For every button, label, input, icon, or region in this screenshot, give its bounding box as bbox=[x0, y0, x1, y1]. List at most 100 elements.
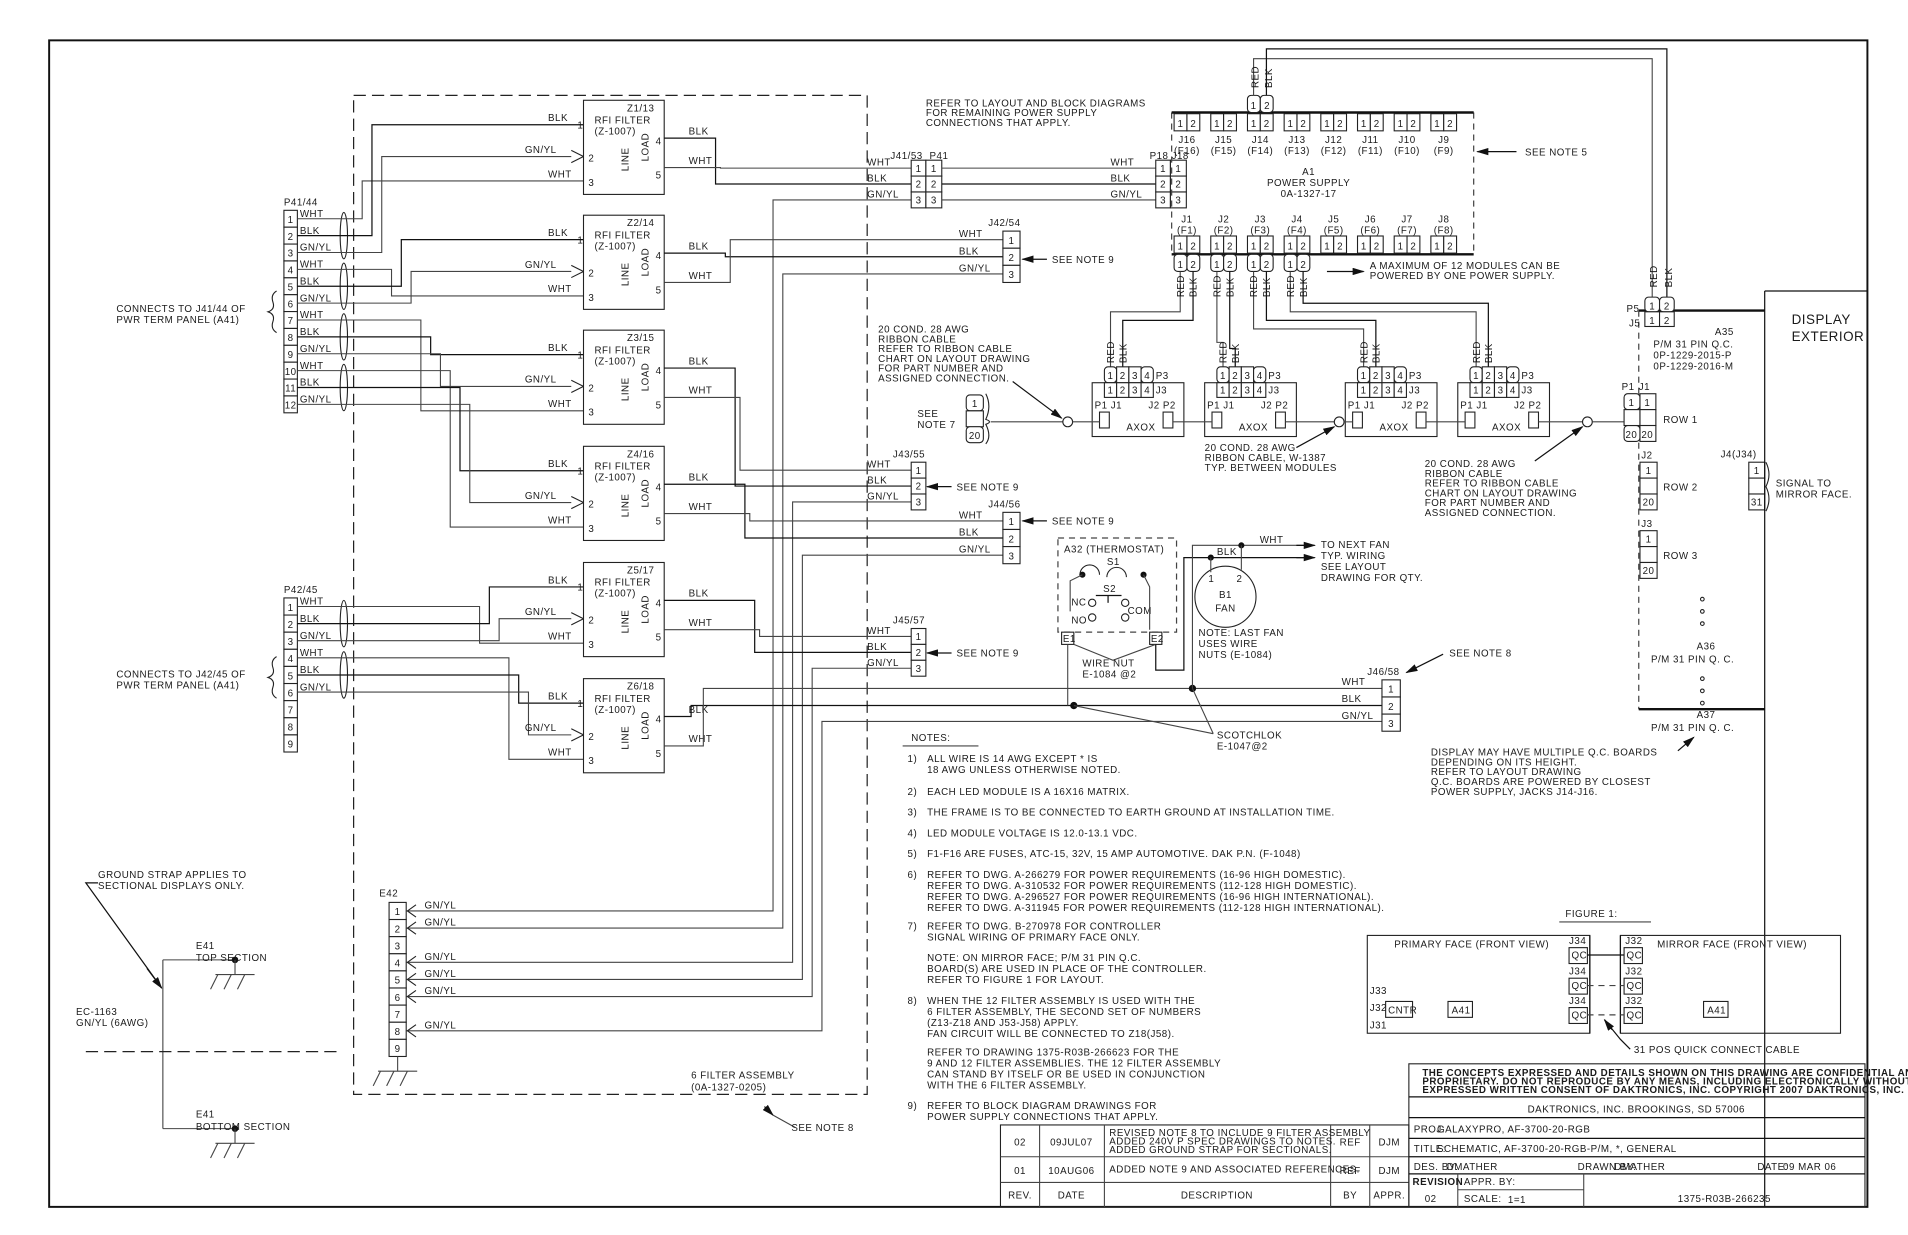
p3-label: P3 bbox=[1156, 371, 1169, 382]
wire-label: BLK bbox=[689, 705, 709, 716]
quick-connect-cable-label: 31 POS QUICK CONNECT CABLE bbox=[1634, 1045, 1800, 1056]
pin-number: 1 bbox=[1160, 164, 1166, 175]
jack-pin bbox=[1186, 235, 1201, 254]
wire-label: GN/YL bbox=[300, 243, 332, 254]
pin-number: 2 bbox=[1190, 241, 1196, 252]
j33-label: J33 bbox=[1370, 986, 1387, 997]
pin-number: 9 bbox=[288, 350, 294, 361]
pin-number: 1 bbox=[1388, 685, 1394, 696]
note-text: THE FRAME IS TO BE CONNECTED TO EARTH GR… bbox=[927, 808, 1335, 819]
pin-number: 20 bbox=[1625, 430, 1637, 441]
pin-number: 1 bbox=[1108, 371, 1114, 382]
filter-pin: 4 bbox=[656, 482, 662, 493]
note-text: REFER TO DWG. A-266279 FOR POWER REQUIRE… bbox=[927, 870, 1346, 881]
pin-number: 1 bbox=[1251, 241, 1257, 252]
filter-pin: 5 bbox=[656, 633, 662, 644]
j2-p2-label: J2 P2 bbox=[1514, 400, 1541, 411]
jack-label: J11 bbox=[1362, 135, 1378, 146]
output-wire-wht bbox=[664, 166, 912, 169]
revision-description: ADDED GROUND STRAP FOR SECTIONALS. bbox=[1109, 1145, 1332, 1156]
module-power-red bbox=[1253, 271, 1365, 367]
to-next-fan-label: SEE LAYOUT bbox=[1321, 562, 1387, 573]
wire-label: BLK bbox=[300, 327, 320, 338]
j3-pin bbox=[1639, 546, 1658, 564]
ribbon-cable-marker bbox=[1581, 416, 1593, 428]
note-text: (Z13-Z18 AND J53-J58) APPLY. bbox=[927, 1018, 1079, 1029]
pin-number: 7 bbox=[288, 705, 294, 716]
pin-number: 3 bbox=[288, 637, 294, 648]
wire-label: WHT bbox=[548, 748, 572, 759]
wire-label: WHT bbox=[867, 460, 891, 471]
j1-pin bbox=[1639, 409, 1657, 427]
cable-arrow bbox=[1603, 1018, 1615, 1031]
drawing-title: SCHEMATIC, AF-3700-20-RGB-P/M, *, GENERA… bbox=[1437, 1144, 1677, 1155]
jack-label: J10 bbox=[1398, 135, 1415, 146]
see-note-7-label: SEE bbox=[917, 409, 938, 420]
filter-input-gnyl bbox=[297, 403, 572, 504]
ribbon-note: RIBBON CABLE bbox=[878, 334, 956, 345]
pin-number: 2 bbox=[288, 620, 294, 631]
filter-id: Z4/16 bbox=[627, 449, 654, 460]
jack-pin bbox=[1259, 235, 1274, 254]
filter-pin: 1 bbox=[577, 699, 583, 710]
pin-number: 20 bbox=[1643, 498, 1655, 509]
fuse-label: (F3) bbox=[1250, 226, 1270, 237]
module-name: AXOX bbox=[1492, 422, 1521, 433]
filter-line-label: LINE bbox=[621, 148, 632, 172]
pin-number: 3 bbox=[288, 249, 294, 260]
fan-blk-wire bbox=[1155, 556, 1309, 671]
note-text: WHEN THE 12 FILTER ASSEMBLY IS USED WITH… bbox=[927, 996, 1195, 1007]
filter-pin: 4 bbox=[656, 136, 662, 147]
fan-note: NUTS (E-1084) bbox=[1199, 650, 1273, 661]
gnyl-arrow-icon bbox=[571, 264, 585, 279]
pin-number: 12 bbox=[285, 401, 297, 412]
pin-number: 2 bbox=[1664, 316, 1670, 327]
filter-assembly-label: 6 FILTER ASSEMBLY bbox=[691, 1070, 794, 1081]
note-text: 6 FILTER ASSEMBLY, THE SECOND SET OF NUM… bbox=[927, 1007, 1201, 1018]
jack-label: J9 bbox=[1438, 135, 1449, 146]
wire-label: WHT bbox=[959, 510, 983, 521]
pin-number: 2 bbox=[1175, 180, 1181, 191]
s2-label: S2 bbox=[1103, 584, 1116, 595]
ribbon-jack-in bbox=[1211, 411, 1223, 429]
output-wire-wht bbox=[664, 396, 912, 471]
wire-label: GN/YL bbox=[300, 395, 332, 406]
drawing-number: 1375-R03B-266235 bbox=[1678, 1194, 1771, 1205]
filter-input-gnyl bbox=[297, 155, 572, 254]
pin-number: 5 bbox=[395, 976, 401, 987]
brace bbox=[1765, 461, 1770, 512]
filter-pin: 2 bbox=[588, 499, 594, 510]
display-exterior-label: DISPLAY bbox=[1792, 312, 1851, 327]
pin-number: 1 bbox=[1214, 260, 1220, 271]
note-text: POWER SUPPLY CONNECTIONS THAT APPLY. bbox=[927, 1112, 1158, 1123]
ribbon-note: 20 COND. 28 AWG bbox=[878, 325, 969, 336]
j5-label: J5 bbox=[1629, 318, 1640, 329]
note-text: REFER TO DWG. A-296527 FOR POWER REQUIRE… bbox=[927, 892, 1374, 903]
gnyl-arrow-icon bbox=[571, 379, 585, 394]
module-power-blk bbox=[1122, 271, 1194, 367]
ground-top-icon-hatch bbox=[236, 974, 246, 990]
revision-description: ADDED 240V P SPEC DRAWINGS TO NOTES. bbox=[1109, 1137, 1336, 1148]
note-subtext: CAN STAND BY ITSELF OR BE USED IN CONJUN… bbox=[927, 1069, 1205, 1080]
j4-pin bbox=[1748, 477, 1766, 495]
j34-label: J34 bbox=[1569, 936, 1586, 947]
fan-note: USES WIRE bbox=[1199, 639, 1258, 650]
pin-number: 2 bbox=[395, 924, 401, 935]
revision-date: 09JUL07 bbox=[1050, 1138, 1093, 1149]
wire-label: BLK bbox=[1118, 343, 1129, 363]
p42-45-label: P42/45 bbox=[284, 585, 318, 596]
pin-number: 1 bbox=[1009, 517, 1015, 528]
wire-label: GN/YL bbox=[425, 952, 457, 963]
pin-number: 1 bbox=[1361, 386, 1367, 397]
wire-label: BLK bbox=[1217, 547, 1237, 558]
drawn-by-label: DRAWN BY: bbox=[1578, 1162, 1637, 1173]
pin-number: 3 bbox=[916, 498, 922, 509]
j3-label: J3 bbox=[1409, 386, 1420, 397]
wire-label: WHT bbox=[1111, 158, 1135, 169]
filter-input-blk bbox=[297, 239, 584, 287]
filter-assembly-part: (0A-1327-0205) bbox=[691, 1083, 766, 1094]
j32-label: J32 bbox=[1370, 1003, 1387, 1014]
jack-pin bbox=[1223, 235, 1238, 254]
note-number: 7) bbox=[908, 921, 918, 932]
